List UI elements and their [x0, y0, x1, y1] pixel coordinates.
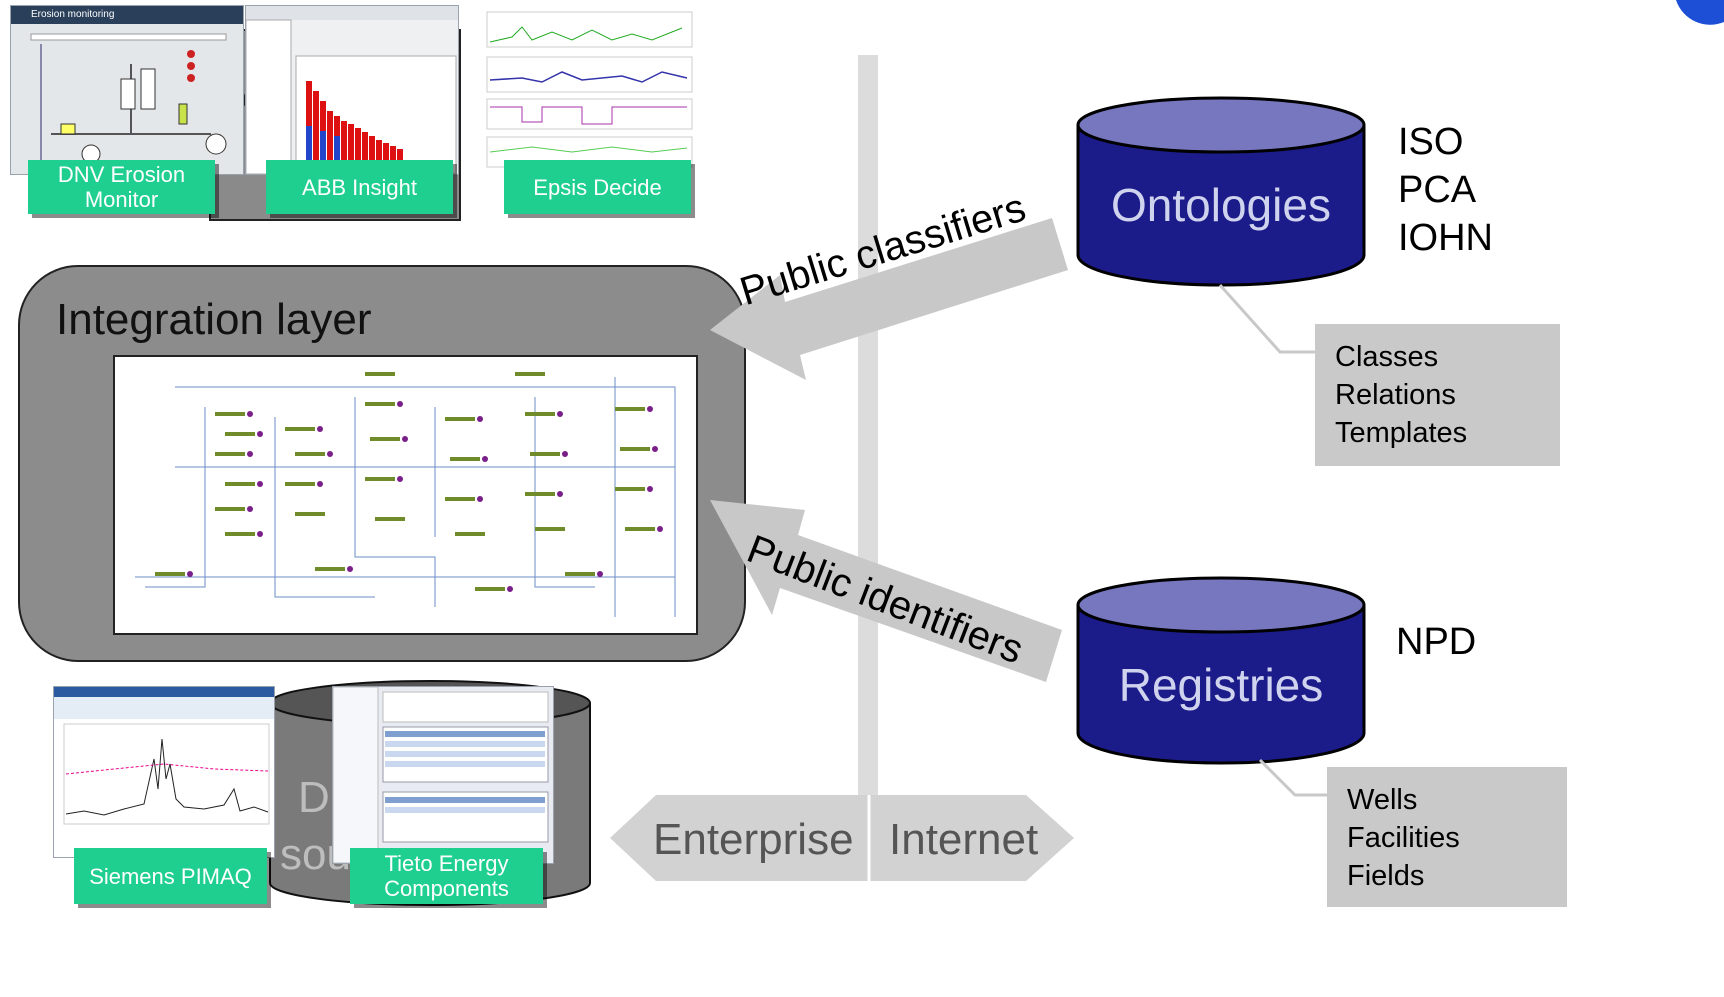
internet-label: Internet	[889, 815, 1039, 864]
abb-insight-label: ABB Insight	[266, 160, 453, 214]
semantic-network-graph	[135, 372, 676, 617]
public-classifiers-arrow	[710, 218, 1068, 380]
dnv-screen-title: Erosion monitoring	[11, 6, 243, 24]
ontologies-database-icon	[1076, 96, 1366, 287]
dnv-erosion-monitor-label: DNV Erosion Monitor	[28, 160, 215, 214]
data-sources-partial-d: D	[298, 773, 330, 822]
standard-npd: NPD	[1396, 621, 1477, 663]
epsis-decide-label: Epsis Decide	[504, 160, 691, 214]
registries-details-box: Wells Facilities Fields	[1327, 767, 1567, 907]
registries-db-wrapper: Registries	[1075, 658, 1367, 718]
standard-iso: ISO	[1398, 121, 1464, 163]
enterprise-internet-divider	[858, 55, 878, 875]
detail-classes: Classes	[1335, 341, 1439, 373]
siemens-pimaq-label: Siemens PIMAQ	[74, 848, 267, 904]
corner-logo	[1676, 0, 1724, 25]
integration-network-diagram	[113, 355, 698, 635]
ontologies-db-wrapper: Ontologies	[1075, 178, 1367, 238]
dnv-process-diagram	[30, 33, 227, 174]
epsis-trend-charts	[486, 11, 693, 168]
detail-fields: Fields	[1347, 860, 1425, 892]
standard-pca: PCA	[1398, 169, 1477, 211]
registries-database-icon	[1076, 576, 1366, 765]
siemens-screenshot	[53, 686, 275, 858]
enterprise-internet-arrow	[610, 795, 1074, 881]
abb-screenshot	[245, 5, 459, 175]
registry-standards: NPD	[1396, 618, 1476, 666]
detail-wells: Wells	[1347, 784, 1418, 816]
detail-relations: Relations	[1335, 379, 1456, 411]
ontologies-details-box: Classes Relations Templates	[1315, 324, 1560, 466]
dnv-screenshot: Erosion monitoring	[10, 5, 244, 175]
integration-layer-title: Integration layer	[56, 295, 372, 344]
ontologies-callout-line	[1218, 283, 1320, 354]
epsis-screenshot	[482, 2, 695, 177]
ontology-standards: ISO PCA IOHN	[1398, 118, 1493, 262]
detail-templates: Templates	[1335, 417, 1468, 449]
tieto-screenshot	[332, 686, 554, 864]
public-identifiers-arrow	[710, 500, 1062, 682]
tieto-form-screen	[333, 687, 549, 863]
siemens-trend-chart	[63, 723, 270, 825]
standard-iohn: IOHN	[1398, 217, 1493, 259]
abb-bar-chart	[246, 6, 458, 174]
registries-label: Registries	[1118, 659, 1324, 711]
registries-callout-line	[1258, 758, 1330, 797]
ontologies-label: Ontologies	[1111, 179, 1331, 231]
tieto-energy-components-label: Tieto Energy Components	[350, 848, 543, 904]
enterprise-label: Enterprise	[653, 815, 854, 864]
detail-facilities: Facilities	[1347, 822, 1460, 854]
